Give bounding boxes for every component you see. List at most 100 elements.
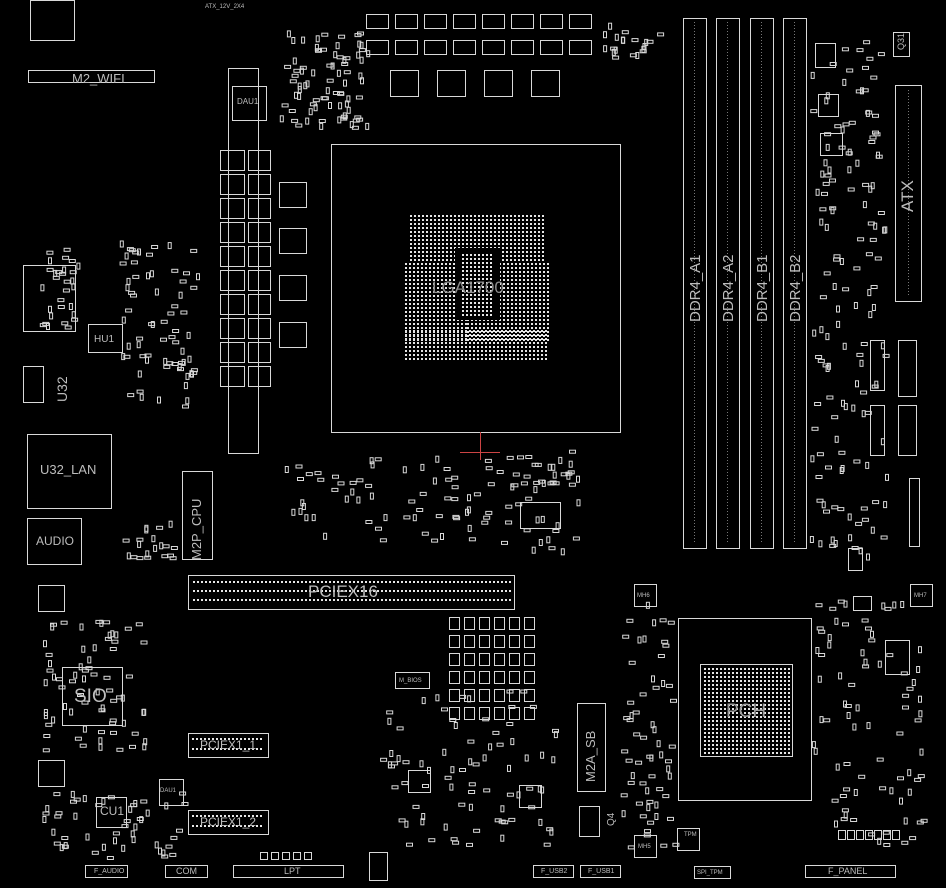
mosfet-grid-0-4 bbox=[509, 617, 520, 630]
mosfet-grid-0-5 bbox=[524, 617, 535, 630]
mosfet-grid-3-5 bbox=[524, 671, 535, 684]
vreg-chip-b bbox=[818, 94, 839, 117]
mosfet-grid-3-3 bbox=[494, 671, 505, 684]
conn-right-d bbox=[870, 340, 885, 391]
mosfet-grid-2-2 bbox=[479, 653, 490, 666]
com-label: COM bbox=[176, 866, 197, 876]
m2a-sb-label: M2A_SB bbox=[583, 730, 598, 782]
cpu-pad-array-bottom bbox=[405, 330, 547, 360]
m2p-cpu-label: M2P_CPU bbox=[189, 498, 204, 560]
mosfet-grid-4-2 bbox=[479, 689, 490, 702]
vrm-mosfet-left-8 bbox=[220, 318, 245, 339]
q31-chip bbox=[893, 32, 910, 57]
vrm-inductor-3 bbox=[279, 275, 307, 301]
mosfet-grid-1-5 bbox=[524, 635, 535, 648]
vrm-mosfet-left-2 bbox=[220, 174, 245, 195]
vrm-choke-1 bbox=[390, 70, 419, 97]
cpu-center-pads bbox=[462, 254, 492, 316]
u32-small bbox=[23, 366, 44, 403]
vrm-strip bbox=[228, 68, 259, 454]
pciex1-2-pins bbox=[192, 815, 262, 827]
mh6-label: MH6 bbox=[637, 593, 650, 599]
pch-chip bbox=[700, 664, 793, 757]
q4-chip bbox=[579, 806, 600, 837]
mh7-hole bbox=[910, 584, 933, 607]
vrm-mosfet-right-6 bbox=[248, 270, 271, 291]
mosfet-grid-3-2 bbox=[479, 671, 490, 684]
mh6-hole bbox=[634, 584, 657, 607]
spi-tpm-label: SPI_TPM bbox=[697, 870, 723, 876]
vrm-choke-4 bbox=[531, 70, 560, 97]
conn-right-c bbox=[898, 405, 917, 456]
vrm-mosfet-left-7 bbox=[220, 294, 245, 315]
ma-chip bbox=[820, 133, 843, 156]
chip-mid-a bbox=[520, 502, 561, 529]
mosfet-grid-0-0 bbox=[449, 617, 460, 630]
conn-right-a bbox=[885, 640, 910, 675]
small-parts-edge bbox=[39, 247, 81, 330]
pciex16-pins bbox=[193, 581, 511, 601]
mosfet-grid-4-4 bbox=[509, 689, 520, 702]
dimm-slot-a2 bbox=[716, 18, 740, 549]
vrm-mosfet-right-7 bbox=[248, 294, 271, 315]
mosfet-grid-2-4 bbox=[509, 653, 520, 666]
pciex1-1-label: PCIEX1_1 bbox=[200, 738, 257, 752]
mosfet-grid-2-0 bbox=[449, 653, 460, 666]
mosfet-grid-5-1 bbox=[464, 707, 475, 720]
f-usb2-label: F_USB2 bbox=[541, 868, 568, 875]
mosfet-grid-3-4 bbox=[509, 671, 520, 684]
tpm-chip bbox=[677, 828, 700, 851]
vrm-inductor-2 bbox=[279, 228, 307, 254]
mosfet-grid-3-0 bbox=[449, 671, 460, 684]
vrm-mosfet-right-3 bbox=[248, 198, 271, 219]
vrm-cap-row bbox=[366, 40, 592, 55]
jumper-block bbox=[369, 852, 388, 881]
q4-label: Q4 bbox=[606, 812, 617, 826]
hu1-label: HU1 bbox=[94, 334, 115, 345]
lpt-header bbox=[233, 865, 344, 878]
mosfet-grid-1-4 bbox=[509, 635, 520, 648]
pciex1-1-pins bbox=[192, 738, 262, 750]
pciex1-2-slot bbox=[188, 810, 269, 835]
f-panel-pads bbox=[838, 830, 900, 840]
ddr4-a1-label: DDR4_A1 bbox=[687, 254, 704, 322]
pch-area bbox=[678, 618, 812, 801]
mosfet-grid-4-0 bbox=[449, 689, 460, 702]
f-audio-label: F_AUDIO bbox=[94, 868, 125, 875]
mosfet-grid-1-1 bbox=[464, 635, 475, 648]
mosfet-grid-3-1 bbox=[464, 671, 475, 684]
vrm-choke-3 bbox=[484, 70, 513, 97]
mosfet-grid-0-3 bbox=[494, 617, 505, 630]
chip-bottom-a bbox=[408, 770, 431, 793]
mosfet-grid-1-0 bbox=[449, 635, 460, 648]
dau1-b-label: DAU1 bbox=[160, 788, 177, 794]
vrm-mosfet-right-10 bbox=[248, 366, 271, 387]
f-usb1-header bbox=[580, 865, 621, 878]
m2-wifi-slot bbox=[28, 70, 155, 83]
chip-right-vert bbox=[848, 548, 863, 571]
vrm-mosfet-left-1 bbox=[220, 150, 245, 171]
m2-wifi-label: M2_WIFI bbox=[72, 71, 125, 86]
vrm-mosfet-right-2 bbox=[248, 174, 271, 195]
vrm-cap-row-top bbox=[366, 14, 592, 29]
vrm-inductor-4 bbox=[279, 322, 307, 348]
atx-connector bbox=[895, 85, 922, 302]
small-parts-top bbox=[603, 22, 665, 60]
mosfet-grid-4-3 bbox=[494, 689, 505, 702]
dimm-slot-b2 bbox=[783, 18, 807, 549]
pciex1-2-label: PCIEX1_2 bbox=[200, 815, 257, 829]
vreg-chip-a bbox=[815, 43, 836, 68]
diamond-b bbox=[38, 760, 65, 787]
vrm-mosfet-right-8 bbox=[248, 318, 271, 339]
u32-lan-block bbox=[27, 434, 112, 509]
conn-right-b bbox=[898, 340, 917, 397]
pciex16-slot bbox=[188, 575, 515, 610]
m2p-cpu-slot bbox=[182, 471, 213, 560]
tpm-label: TPM bbox=[684, 832, 697, 838]
ddr4-b2-label: DDR4_B2 bbox=[787, 254, 804, 322]
vrm-mosfet-left-10 bbox=[220, 366, 245, 387]
small-parts-left bbox=[119, 240, 200, 409]
mosfet-grid-4-5 bbox=[524, 689, 535, 702]
